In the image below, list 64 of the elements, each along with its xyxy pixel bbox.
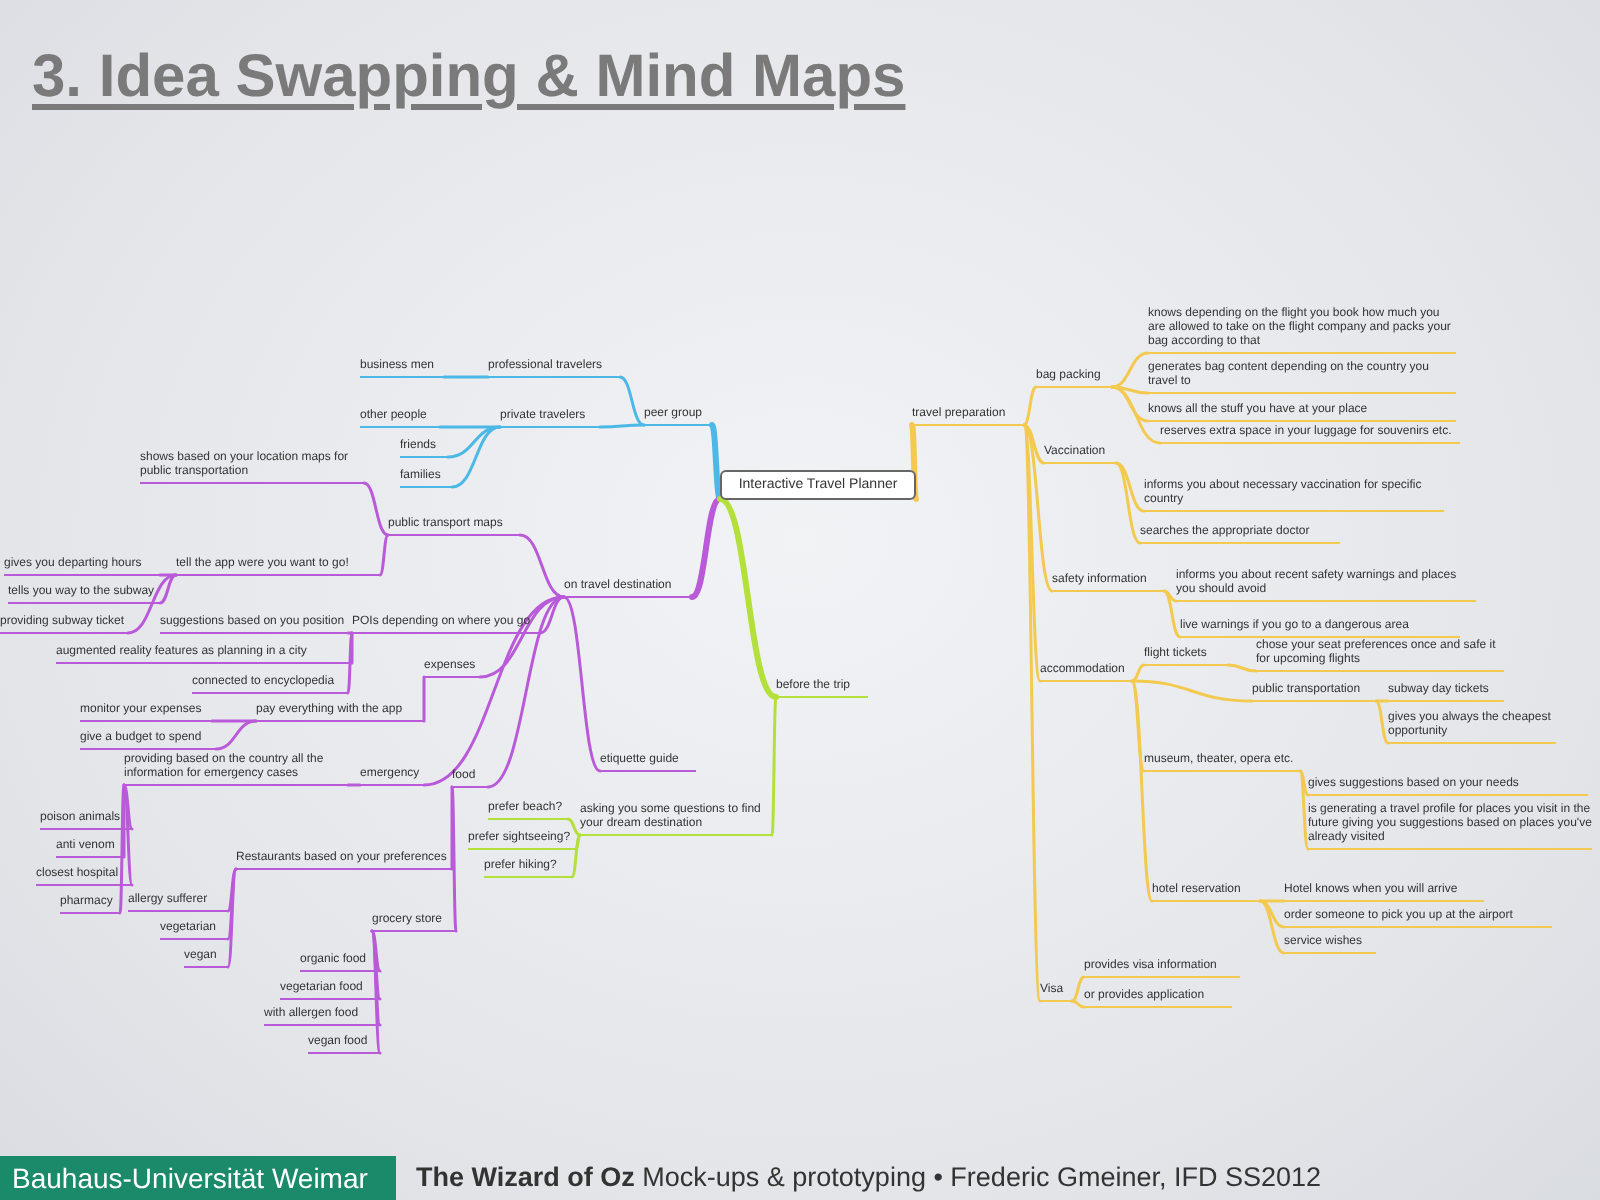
branch-line [126,573,178,635]
branch-line [378,533,390,577]
branch-line [1130,679,1146,773]
branch-line [770,695,778,837]
branch-line [422,675,426,723]
branch-line [1022,423,1042,683]
branch-line [1114,461,1146,513]
branch-line [370,929,382,1055]
branch-line [1130,679,1254,703]
branch-line [362,481,390,537]
branch-line [566,817,582,837]
branch-line [226,867,238,969]
branch-line [1070,975,1086,1003]
branch-line [1130,663,1146,683]
branch-line [350,631,354,665]
branch-line [618,375,646,427]
branch-line [709,422,723,502]
branch-line [1162,589,1182,639]
branch-line [574,833,582,851]
branch-line [1258,899,1286,955]
branch-line [1258,899,1286,929]
branch-line [1022,423,1046,465]
branch-line [370,929,382,973]
branch-line [486,595,566,789]
branch-line [1022,385,1038,427]
footer-text: The Wizard of Oz Mock-ups & prototyping • Frederic Gmeiner, IFD SS2012 [416,1160,1322,1196]
branch-line [1298,769,1310,851]
branch-line [226,867,238,941]
branch-line [1162,589,1178,603]
branch-line [1114,461,1142,545]
branch-line [1022,423,1042,1003]
branch-line [1110,385,1162,445]
branch-line [1374,699,1390,745]
branch-line [598,423,646,429]
branch-line [1130,679,1154,903]
branch-line [1374,699,1390,703]
branch-line [562,595,602,773]
branch-line [689,496,723,600]
branch-line [118,783,126,915]
branch-line [909,422,919,502]
branch-line [538,595,566,635]
branch-line [214,719,258,751]
branch-line [1110,351,1150,389]
branch-line [158,573,178,605]
institution-label: Bauhaus-Universität Weimar [0,1156,396,1200]
branch-line [346,783,362,787]
branch-line [370,929,382,1001]
branch-line [226,867,238,913]
branch-line [717,496,779,700]
slide-title: 3. Idea Swapping & Mind Maps [32,44,906,112]
branch-line [346,631,354,695]
branch-line [1298,769,1310,797]
branch-line [1070,999,1086,1009]
branch-line [450,785,458,933]
branch-line [346,631,354,635]
branch-line [122,783,134,887]
branch-line [442,375,490,379]
branch-line [1022,423,1054,593]
branch-line [1226,663,1258,673]
branch-line [518,533,566,599]
branch-line [122,783,134,831]
branch-line [1258,899,1286,903]
branch-line [570,833,582,879]
branch-line [450,425,502,489]
